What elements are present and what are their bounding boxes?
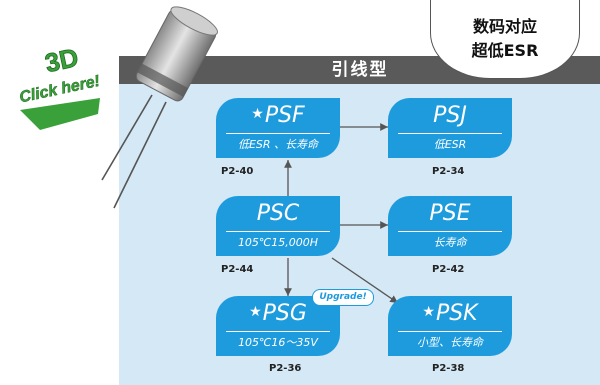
series-name: PSC <box>256 201 300 226</box>
link-swoosh <box>20 98 100 130</box>
divider <box>226 331 330 332</box>
series-node-psk[interactable]: ★PSK 小型、长寿命 <box>388 296 512 356</box>
series-node-psg[interactable]: ★PSG 105℃16～35V <box>216 296 340 356</box>
page-ref-psj: P2-34 <box>432 166 465 177</box>
upgrade-badge: Upgrade! <box>312 289 374 306</box>
series-node-psj[interactable]: PSJ 低ESR <box>388 98 512 158</box>
series-feature: 低ESR <box>433 138 467 151</box>
page-ref-psg: P2-36 <box>269 363 302 374</box>
callout-line-1: 数码对应 <box>472 17 537 36</box>
divider <box>398 133 502 134</box>
capacitor-illustration <box>101 6 218 209</box>
page-title: 引线型 <box>331 60 389 80</box>
page-ref-psk: P2-38 <box>432 363 465 374</box>
callout-line-2: 超低ESR <box>471 41 539 60</box>
3d-click-link[interactable]: 3D Click here! <box>20 40 120 140</box>
series-feature: 105℃15,000H <box>237 236 319 249</box>
series-name: ★PSF <box>251 103 305 128</box>
series-node-psc[interactable]: PSC 105℃15,000H <box>216 196 340 256</box>
callout-bubble: 数码对应 超低ESR <box>430 0 580 79</box>
page-ref-psf: P2-40 <box>221 166 254 177</box>
3d-label: 3D <box>42 42 81 78</box>
arrow-psc-psk <box>331 257 399 304</box>
series-name: PSJ <box>433 103 467 128</box>
divider <box>398 331 502 332</box>
series-node-pse[interactable]: PSE 长寿命 <box>388 196 512 256</box>
series-name: ★PSG <box>249 301 307 326</box>
series-feature: 小型、长寿命 <box>417 336 483 349</box>
series-name: ★PSK <box>422 301 478 326</box>
series-feature: 低ESR 、长寿命 <box>237 138 319 151</box>
series-feature: 105℃16～35V <box>238 336 318 349</box>
divider <box>226 133 330 134</box>
series-node-psf[interactable]: ★PSF 低ESR 、长寿命 <box>216 98 340 158</box>
page-ref-pse: P2-42 <box>432 264 465 275</box>
divider <box>398 231 502 232</box>
series-name: PSE <box>429 201 471 226</box>
page-ref-psc: P2-44 <box>221 264 254 275</box>
star-icon: ★ <box>251 106 264 122</box>
series-feature: 长寿命 <box>433 236 467 249</box>
divider <box>226 231 330 232</box>
star-icon: ★ <box>249 304 262 320</box>
diagram-panel <box>119 56 600 385</box>
star-icon: ★ <box>422 304 435 320</box>
